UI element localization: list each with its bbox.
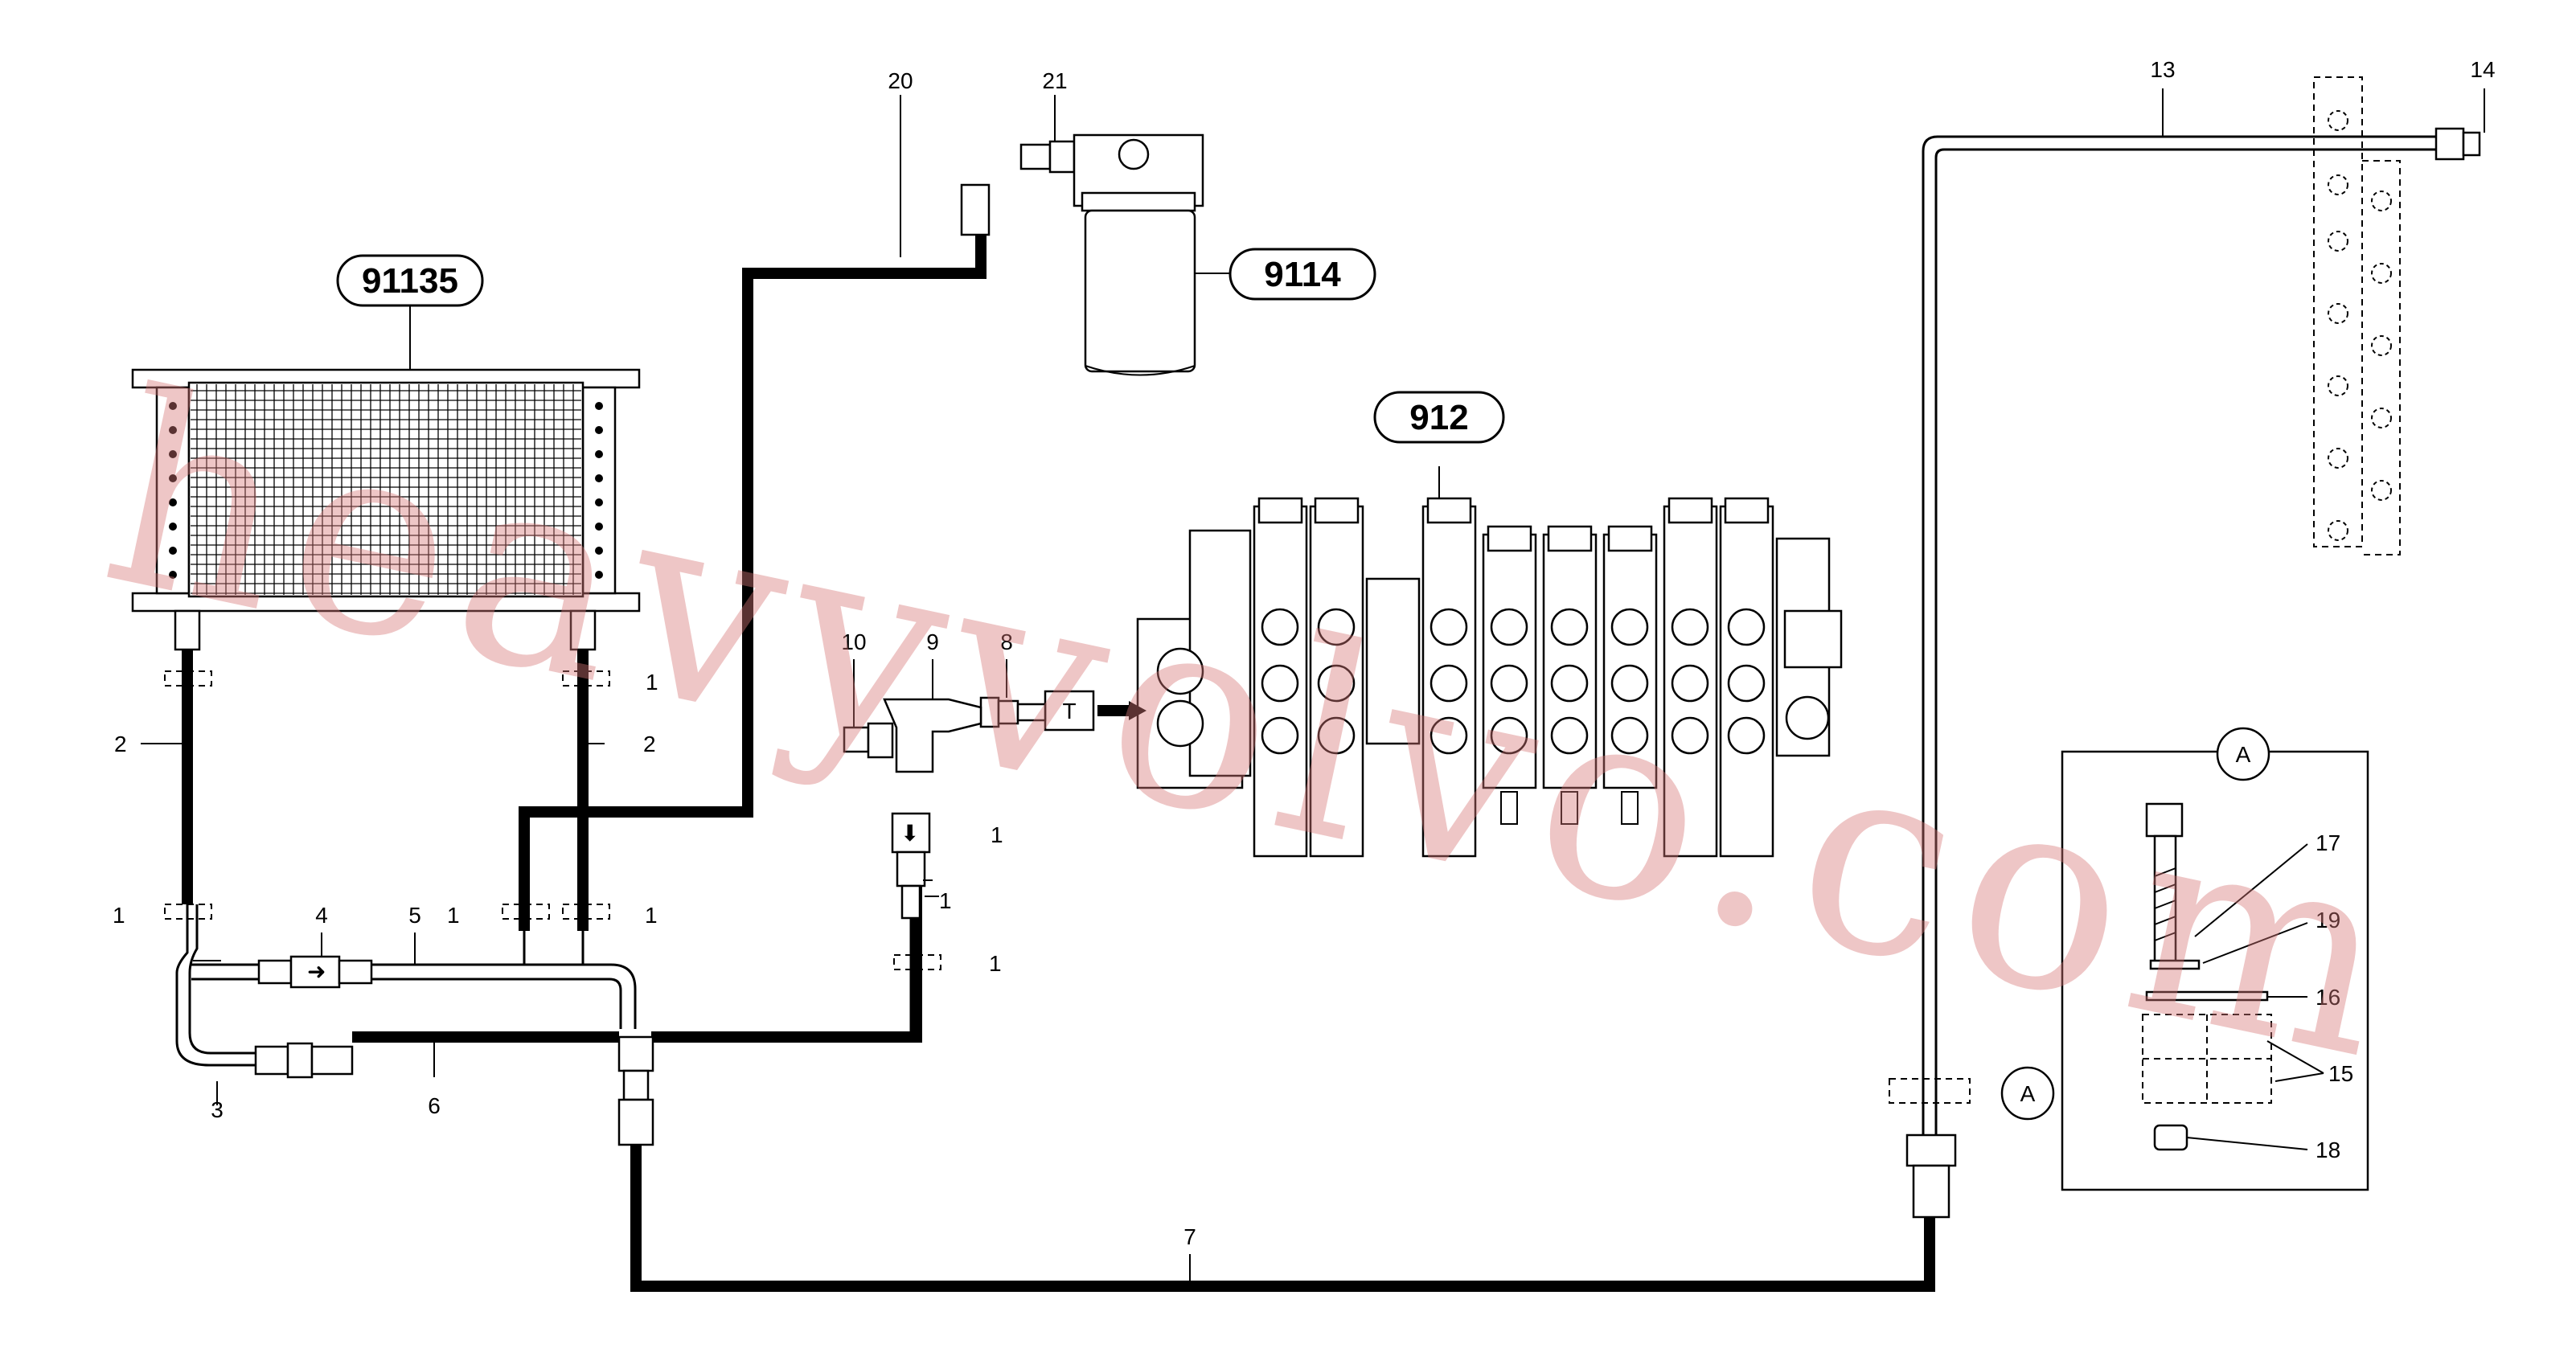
assembly-tag-oil-cooler: 91135 xyxy=(336,254,484,307)
callout-8: 8 xyxy=(1000,629,1013,654)
callout-1-c: 1 xyxy=(113,903,125,928)
callout-13: 13 xyxy=(2150,57,2175,82)
callout-6: 6 xyxy=(428,1093,441,1118)
callout-2-left: 2 xyxy=(114,732,127,756)
part-callouts: 20 21 13 14 10 9 8 1 2 2 1 1 4 5 1 1 1 1… xyxy=(113,57,2496,1249)
callout-18: 18 xyxy=(2316,1138,2340,1162)
control-valve xyxy=(1136,497,1843,858)
svg-text:➜: ➜ xyxy=(307,959,326,984)
callout-2-right: 2 xyxy=(643,732,656,756)
assembly-9114: 9114 xyxy=(1264,255,1341,294)
callout-16: 16 xyxy=(2316,985,2340,1010)
callout-3: 3 xyxy=(211,1097,224,1122)
detail-a-title: A xyxy=(2236,742,2251,767)
callout-15: 15 xyxy=(2328,1061,2353,1086)
callout-9: 9 xyxy=(926,629,939,654)
callout-17: 17 xyxy=(2316,830,2340,855)
filter xyxy=(960,133,1204,376)
callout-19: 19 xyxy=(2316,908,2340,933)
assembly-tag-filter: 9114 xyxy=(1229,248,1376,301)
callout-20: 20 xyxy=(888,68,913,93)
callout-1-d: 1 xyxy=(447,903,460,928)
callout-1-e: 1 xyxy=(645,903,658,928)
assembly-tag-control-valve: 912 xyxy=(1373,391,1505,444)
callout-1-f: 1 xyxy=(939,888,952,913)
detail-a-reference: A xyxy=(2020,1081,2036,1106)
assembly-912: 912 xyxy=(1409,398,1468,437)
assembly-91135: 91135 xyxy=(362,261,458,301)
callout-14: 14 xyxy=(2470,57,2495,82)
detail-a-box: A xyxy=(2061,727,2369,1191)
tank-port-label: T xyxy=(1062,699,1076,723)
svg-text:⬇: ⬇ xyxy=(900,821,919,846)
callout-1-b: 1 xyxy=(991,822,1003,847)
oil-cooler xyxy=(131,368,641,651)
callout-21: 21 xyxy=(1042,68,1067,93)
watermark: heavyvolvo.com xyxy=(84,334,2429,1121)
callout-10: 10 xyxy=(841,629,866,654)
return-fittings: ⬇ xyxy=(843,696,1047,1037)
callout-1-g: 1 xyxy=(989,951,1002,976)
callout-7: 7 xyxy=(1183,1224,1196,1249)
callout-4: 4 xyxy=(315,903,328,928)
bracket-plate xyxy=(2313,76,2401,555)
callout-5: 5 xyxy=(408,903,421,928)
callout-1-a: 1 xyxy=(646,670,658,695)
